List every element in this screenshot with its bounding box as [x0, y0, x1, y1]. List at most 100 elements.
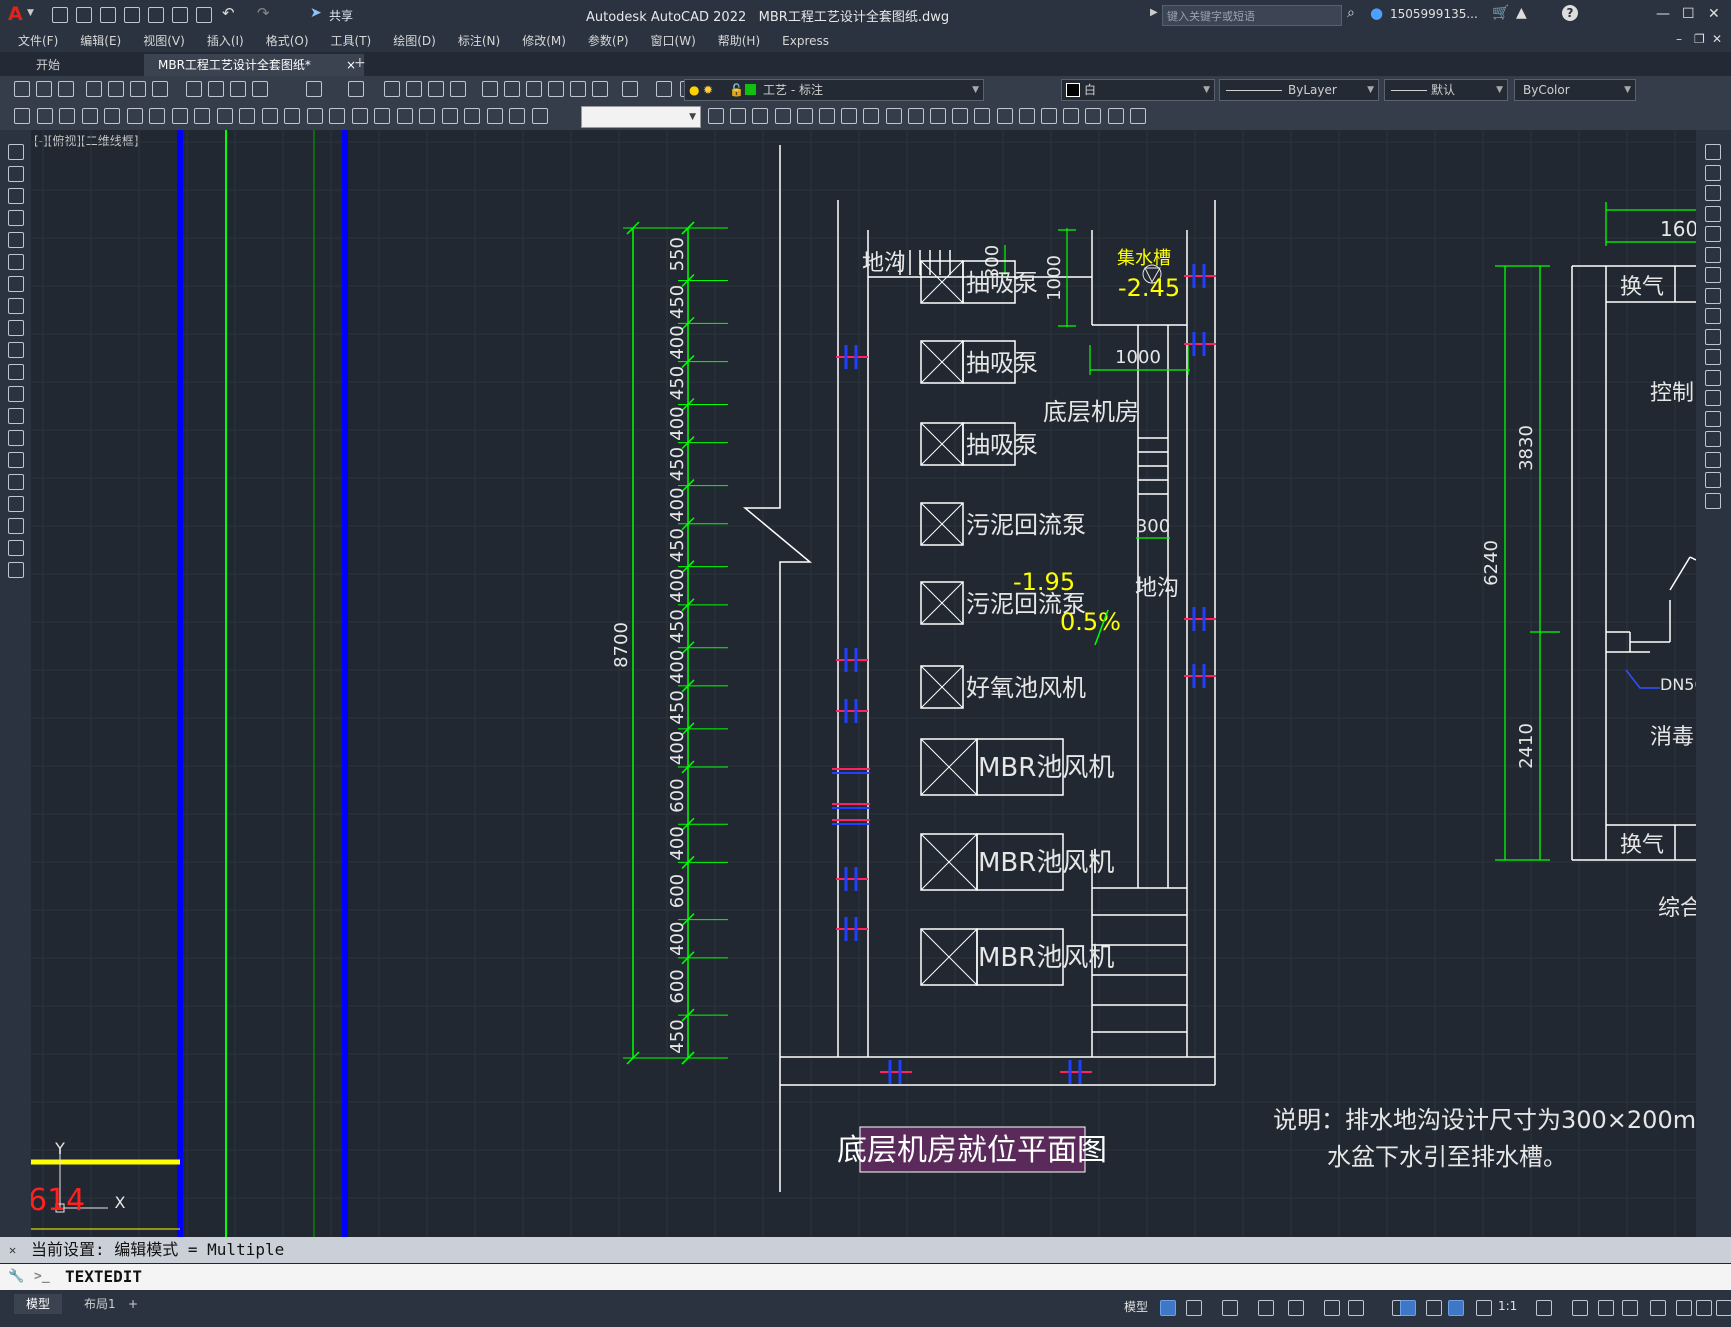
- ortho-toggle-icon[interactable]: [1258, 1300, 1274, 1316]
- point-icon[interactable]: [8, 430, 24, 446]
- new-tab-button[interactable]: +: [354, 55, 366, 71]
- tab-close-icon[interactable]: ×: [345, 58, 356, 72]
- block-editor-icon[interactable]: [252, 81, 268, 97]
- dim-tool-6-icon[interactable]: [126, 108, 143, 124]
- modify-tool-3-icon[interactable]: [752, 108, 769, 124]
- lineweight-dropdown[interactable]: 默认 ▼: [1384, 79, 1508, 101]
- dim-tool-11-icon[interactable]: [239, 108, 255, 124]
- modify-tool-16-icon[interactable]: [1041, 108, 1057, 124]
- dim-tool-17-icon[interactable]: [374, 108, 390, 124]
- ellipse-arc-icon[interactable]: [8, 364, 24, 380]
- menu-view[interactable]: 视图(V): [143, 34, 185, 48]
- sheet-set-icon[interactable]: [548, 81, 564, 97]
- plot-preview-icon[interactable]: [108, 81, 124, 97]
- snap-toggle-icon[interactable]: [1186, 1300, 1202, 1316]
- modify-tool-11-icon[interactable]: [930, 108, 946, 124]
- paste-icon[interactable]: [230, 81, 246, 97]
- annotation-scale[interactable]: 1:1: [1498, 1299, 1518, 1313]
- stretch-icon[interactable]: [1705, 308, 1721, 324]
- table-icon[interactable]: [8, 518, 24, 534]
- menu-window[interactable]: 窗口(W): [650, 34, 696, 48]
- save-web-icon[interactable]: [172, 7, 188, 23]
- copy-icon[interactable]: [208, 81, 224, 97]
- properties-icon[interactable]: [482, 81, 498, 97]
- tab-start[interactable]: 开始: [36, 58, 61, 72]
- auto-scale-toggle-icon[interactable]: [1476, 1300, 1492, 1316]
- layer-properties-icon[interactable]: [656, 81, 672, 97]
- blend-curves-icon[interactable]: [1705, 472, 1721, 488]
- explode-icon[interactable]: [1705, 492, 1721, 509]
- zoom-realtime-icon[interactable]: [406, 81, 422, 97]
- gradient-icon[interactable]: [8, 474, 24, 490]
- arc-icon[interactable]: [8, 254, 24, 270]
- infer-constraints-toggle-icon[interactable]: [1222, 1300, 1238, 1316]
- rotate-icon[interactable]: [1705, 267, 1721, 283]
- scale-icon[interactable]: [1705, 287, 1721, 304]
- dim-style-dropdown[interactable]: ▼: [581, 106, 701, 128]
- command-line[interactable]: 🔧 >_ TEXTEDIT: [0, 1264, 1731, 1290]
- spline-icon[interactable]: [8, 320, 24, 336]
- modify-tool-7-icon[interactable]: [841, 108, 858, 124]
- model-space-button[interactable]: 模型: [1124, 1300, 1149, 1314]
- circle-icon[interactable]: [8, 276, 24, 292]
- command-close-icon[interactable]: ✕: [9, 1243, 17, 1257]
- tab-drawing[interactable]: MBR工程工艺设计全套图纸* ×: [144, 54, 364, 76]
- add-selected-icon[interactable]: [8, 562, 24, 578]
- menu-parametric[interactable]: 参数(P): [587, 34, 629, 48]
- erase-icon[interactable]: [1705, 144, 1721, 160]
- menu-insert[interactable]: 插入(I): [206, 34, 244, 48]
- polyline-icon[interactable]: [8, 188, 24, 204]
- maximize-icon[interactable]: ☐: [1682, 6, 1695, 22]
- modify-tool-5-icon[interactable]: [796, 108, 813, 124]
- plot-icon[interactable]: [196, 7, 212, 23]
- menu-express[interactable]: Express: [782, 34, 829, 48]
- save-icon[interactable]: [100, 7, 116, 23]
- dim-tool-14-icon[interactable]: [306, 108, 323, 124]
- menu-edit[interactable]: 编辑(E): [80, 34, 122, 48]
- modify-tool-8-icon[interactable]: [863, 108, 880, 124]
- modify-tool-17-icon[interactable]: [1063, 108, 1080, 124]
- dim-tool-19-icon[interactable]: [419, 108, 435, 124]
- construction-line-icon[interactable]: [8, 166, 24, 182]
- modify-tool-2-icon[interactable]: [730, 108, 747, 124]
- extend-icon[interactable]: [1705, 349, 1721, 365]
- hardware-acceleration-toggle-icon[interactable]: [1676, 1300, 1692, 1316]
- modify-tool-18-icon[interactable]: [1085, 108, 1102, 124]
- share-icon[interactable]: ➤: [310, 5, 322, 21]
- join-icon[interactable]: [1705, 410, 1721, 427]
- isolate-objects-toggle-icon[interactable]: [1650, 1300, 1666, 1316]
- dim-tool-9-icon[interactable]: [194, 108, 210, 124]
- undo-icon[interactable]: [306, 81, 322, 97]
- dim-tool-12-icon[interactable]: [261, 108, 278, 124]
- dim-tool-24-icon[interactable]: [531, 108, 548, 124]
- modify-tool-9-icon[interactable]: [885, 108, 902, 124]
- minimize-icon[interactable]: —: [1656, 6, 1670, 22]
- menu-tools[interactable]: 工具(T): [330, 34, 372, 48]
- color-dropdown[interactable]: 白 ▼: [1061, 79, 1215, 101]
- tool-palettes-icon[interactable]: [526, 81, 542, 97]
- dim-tool-23-icon[interactable]: [509, 108, 525, 124]
- save-as-icon[interactable]: [124, 7, 140, 23]
- modify-tool-12-icon[interactable]: [952, 108, 969, 124]
- dim-tool-15-icon[interactable]: [329, 108, 345, 124]
- dim-tool-21-icon[interactable]: [464, 108, 480, 124]
- dim-tool-20-icon[interactable]: [441, 108, 458, 124]
- dim-tool-8-icon[interactable]: [171, 108, 188, 124]
- hatch-icon[interactable]: [8, 452, 24, 468]
- modify-tool-15-icon[interactable]: [1018, 108, 1035, 124]
- revision-cloud-icon[interactable]: [8, 298, 24, 314]
- menu-modify[interactable]: 修改(M): [522, 34, 566, 48]
- menu-help[interactable]: 帮助(H): [717, 34, 761, 48]
- doc-minimize-icon[interactable]: –: [1676, 32, 1682, 46]
- mirror-icon[interactable]: [1705, 185, 1721, 201]
- insert-block-icon[interactable]: [8, 386, 24, 402]
- menu-format[interactable]: 格式(O): [265, 34, 309, 48]
- zoom-previous-icon[interactable]: [450, 81, 466, 97]
- array-icon[interactable]: [1705, 226, 1721, 242]
- modify-tool-19-icon[interactable]: [1107, 108, 1124, 124]
- pan-icon[interactable]: [384, 81, 400, 97]
- user-name[interactable]: 1505999135...: [1390, 7, 1478, 21]
- qnew-icon[interactable]: [14, 81, 30, 97]
- annotation-monitor-toggle-icon[interactable]: [1572, 1300, 1588, 1316]
